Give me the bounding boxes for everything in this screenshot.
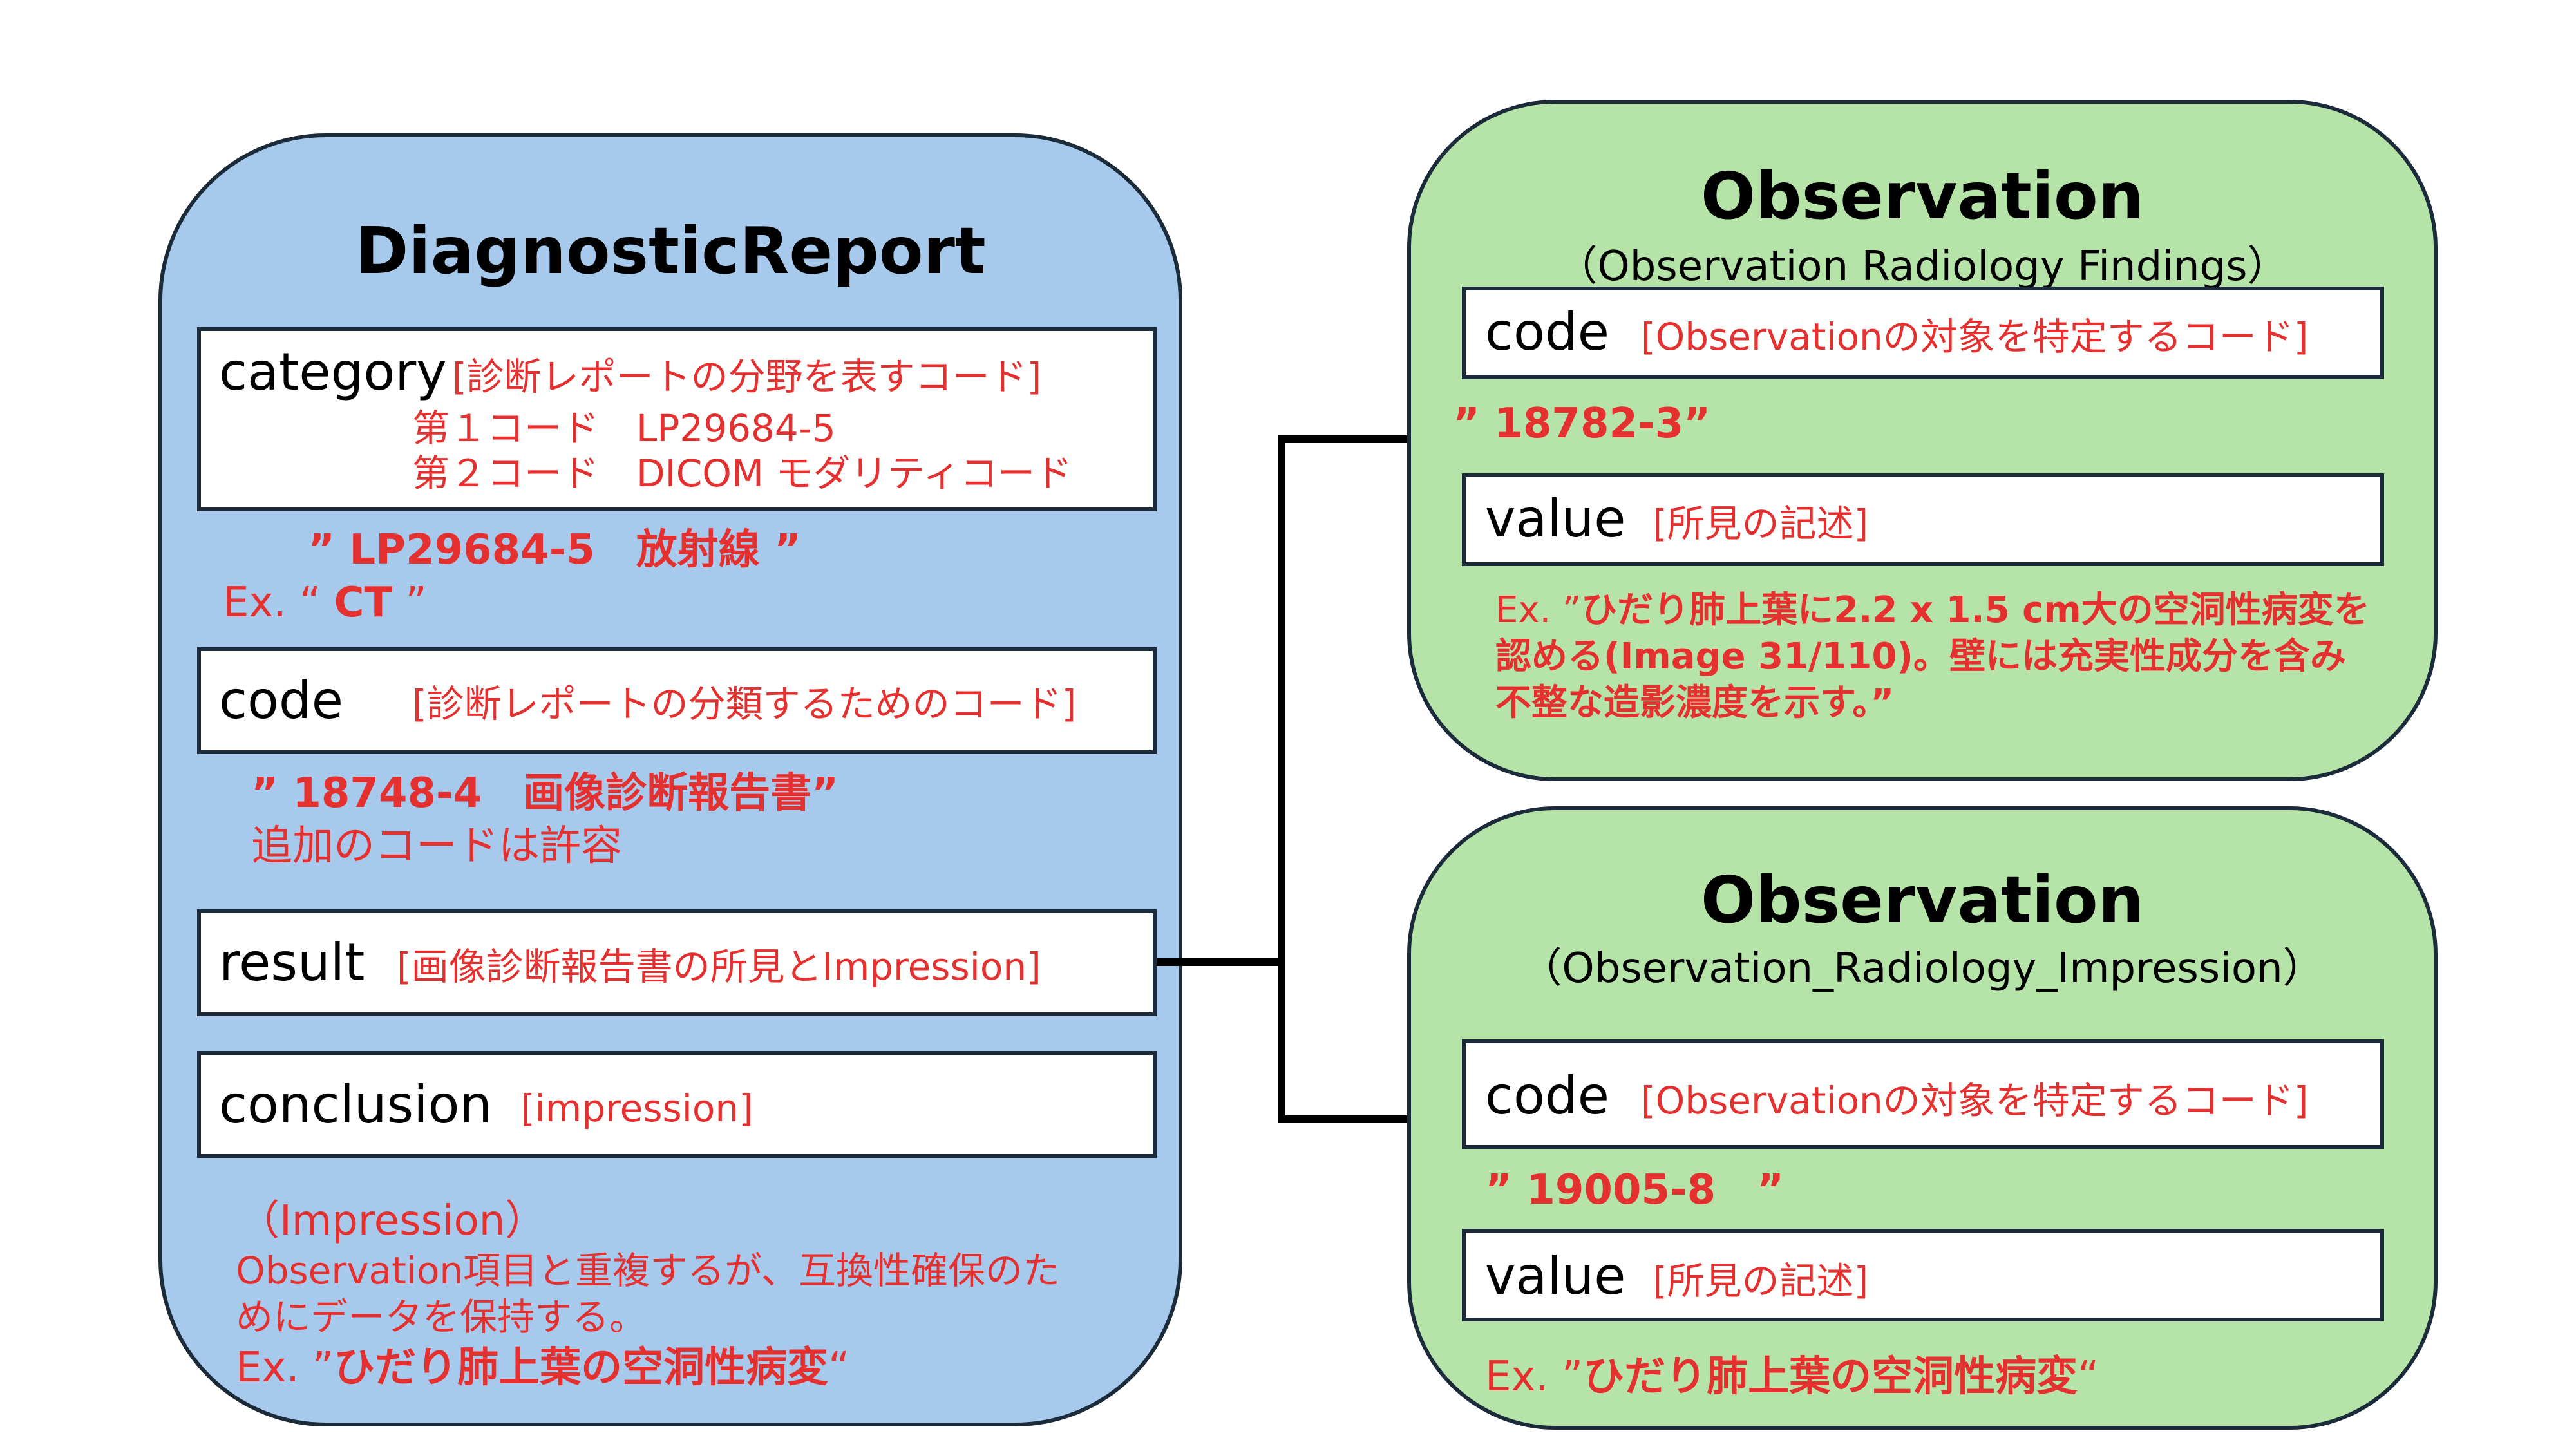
category-box <box>197 327 1157 511</box>
impression-value-example-value: ひだり肺上葉の空洞性病変 <box>1583 1353 2078 1401</box>
observation-findings-subtitle: （Observation Radiology Findings） <box>1556 243 2289 290</box>
code-box <box>197 647 1157 754</box>
conclusion-example-suffix: “ <box>828 1344 850 1392</box>
category-example-code: ” LP29684-5 放射線 ” <box>308 526 802 574</box>
impression-value-box <box>1462 1229 2384 1321</box>
impression-code-field-label: code <box>1485 1066 1609 1126</box>
conclusion-note-impression: （Impression） <box>238 1197 547 1245</box>
impression-code-example: ” 19005-8 ” <box>1485 1166 1785 1214</box>
connector-to-impression <box>1278 1115 1409 1123</box>
result-connector-stub <box>1157 958 1282 966</box>
findings-code-field-label: code <box>1485 302 1609 362</box>
observation-impression-subtitle: （Observation_Radiology_Impression） <box>1520 945 2324 992</box>
findings-code-example: ” 18782-3” <box>1453 400 1711 448</box>
findings-value-example-line-2: 認める(Image 31/110)。壁には充実性成分を含み <box>1495 636 2347 677</box>
category-example-suffix: ” <box>392 579 427 627</box>
observation-findings-title: Observation <box>1701 158 2144 234</box>
findings-code-description: [Observationの対象を特定するコード] <box>1641 315 2309 359</box>
findings-value-example-text-1: ひだり肺上葉に2.2 x 1.5 cm大の空洞性病変を <box>1581 589 2370 631</box>
code-description: [診断レポートの分類するためのコード] <box>412 682 1077 726</box>
findings-value-example-line-1: Ex. ”ひだり肺上葉に2.2 x 1.5 cm大の空洞性病変を <box>1495 592 2370 629</box>
conclusion-note-line-2: めにデータを保持する。 <box>236 1295 647 1339</box>
result-box <box>197 909 1157 1016</box>
impression-value-example-suffix: “ <box>2078 1353 2099 1401</box>
impression-code-box <box>1462 1039 2384 1149</box>
observation-impression-title: Observation <box>1701 862 2144 938</box>
diagnostic-report-title: DiagnosticReport <box>355 213 986 289</box>
result-description: [画像診断報告書の所見とImpression] <box>397 945 1041 989</box>
findings-value-box <box>1462 473 2384 566</box>
conclusion-field-label: conclusion <box>219 1075 493 1135</box>
category-field-label: category <box>219 342 447 402</box>
findings-value-field-label: value <box>1485 489 1626 549</box>
impression-value-example-prefix: Ex. ” <box>1485 1353 1584 1401</box>
code-note: 追加のコードは許容 <box>251 822 622 870</box>
code-example: ” 18748-4 画像診断報告書” <box>251 770 839 817</box>
connector-vertical-bar <box>1278 435 1285 1123</box>
code-field-label: code <box>219 670 343 730</box>
conclusion-example-value: ひだり肺上葉の空洞性病変 <box>334 1344 829 1392</box>
conclusion-box <box>197 1051 1157 1158</box>
findings-value-example-line-3: 不整な造影濃度を示す。” <box>1495 682 1895 724</box>
category-code-1: 第１コード LP29684-5 <box>412 406 836 450</box>
impression-code-description: [Observationの対象を特定するコード] <box>1641 1079 2309 1122</box>
conclusion-example-prefix: Ex. ” <box>236 1344 334 1392</box>
category-code-2: 第２コード DICOM モダリティコード <box>412 451 1072 495</box>
impression-value-example: Ex. ”ひだり肺上葉の空洞性病変“ <box>1485 1356 2099 1397</box>
impression-value-description: [所見の記述] <box>1653 1259 1869 1303</box>
findings-value-example-prefix: Ex. ” <box>1495 589 1582 631</box>
observation-findings-panel <box>1407 100 2438 781</box>
category-example-value: CT <box>334 579 393 627</box>
category-description: [診断レポートの分野を表すコード] <box>452 355 1042 399</box>
findings-code-box <box>1462 287 2384 379</box>
result-field-label: result <box>219 933 365 992</box>
findings-value-description: [所見の記述] <box>1653 502 1869 545</box>
impression-value-field-label: value <box>1485 1246 1626 1306</box>
conclusion-example: Ex. ”ひだり肺上葉の空洞性病変“ <box>236 1347 849 1388</box>
connector-to-findings <box>1278 435 1409 443</box>
conclusion-description: [impression] <box>520 1086 753 1130</box>
conclusion-note-line-1: Observation項目と重複するが、互換性確保のた <box>236 1249 1061 1293</box>
category-example-prefix: Ex. “ <box>223 579 334 627</box>
category-example: Ex. “ CT ” <box>223 582 427 623</box>
